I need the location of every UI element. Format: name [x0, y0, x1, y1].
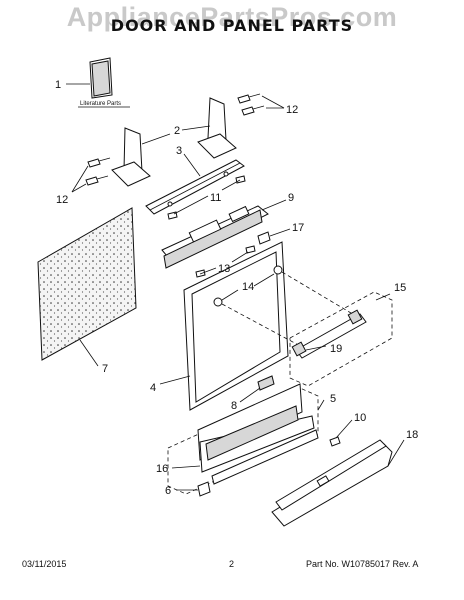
literature-parts-booklet [66, 57, 130, 108]
handle-posts [213, 265, 357, 349]
callout-8: 8 [231, 400, 237, 412]
callout-4: 4 [150, 382, 156, 394]
callout-13: 13 [218, 263, 230, 275]
callout-14: 14 [242, 281, 254, 293]
panel-screws [195, 245, 256, 278]
callout-11: 11 [210, 192, 221, 204]
callout-12-left: 12 [56, 194, 68, 206]
callout-6: 6 [165, 485, 171, 497]
handle-assembly-box [289, 291, 393, 387]
footer-page-number: 2 [229, 559, 235, 569]
control-module [161, 199, 287, 269]
footer-document-number: Part No. W10785017 Rev. A [306, 559, 419, 569]
callout-2: 2 [174, 125, 180, 137]
hinge-bracket-left [111, 127, 151, 187]
screws-right-group [237, 93, 285, 116]
callout-10: 10 [354, 412, 366, 424]
callout-12-right: 12 [286, 104, 298, 116]
door-top-rail [145, 153, 245, 215]
lower-panel-clip [176, 481, 211, 497]
insulation-panel [37, 207, 137, 367]
hinge-bracket-right [197, 97, 237, 159]
callout-7: 7 [102, 363, 108, 375]
watermark: AppliancePartsPros.com [66, 2, 398, 32]
callout-15: 15 [394, 282, 406, 294]
page-title: DOOR AND PANEL PARTS [110, 16, 354, 35]
screws-left-group [71, 157, 111, 193]
inner-door-panel [159, 241, 289, 411]
callout-5: 5 [330, 393, 336, 405]
rail-screws [167, 175, 246, 220]
footer-date: 03/11/2015 [22, 559, 67, 569]
kickplate [271, 439, 405, 527]
callout-16: 16 [156, 463, 168, 475]
callout-19: 19 [330, 343, 342, 355]
vent-badge [239, 375, 275, 403]
lower-access-panel [167, 383, 325, 495]
kickplate-screw [329, 419, 353, 447]
callout-18: 18 [406, 429, 418, 441]
callout-17: 17 [292, 222, 304, 234]
clip-part [257, 228, 291, 245]
literature-parts-label: Literature Parts [80, 101, 121, 107]
callout-1: 1 [55, 79, 61, 91]
callout-3: 3 [176, 145, 182, 157]
callout-9: 9 [288, 192, 294, 204]
